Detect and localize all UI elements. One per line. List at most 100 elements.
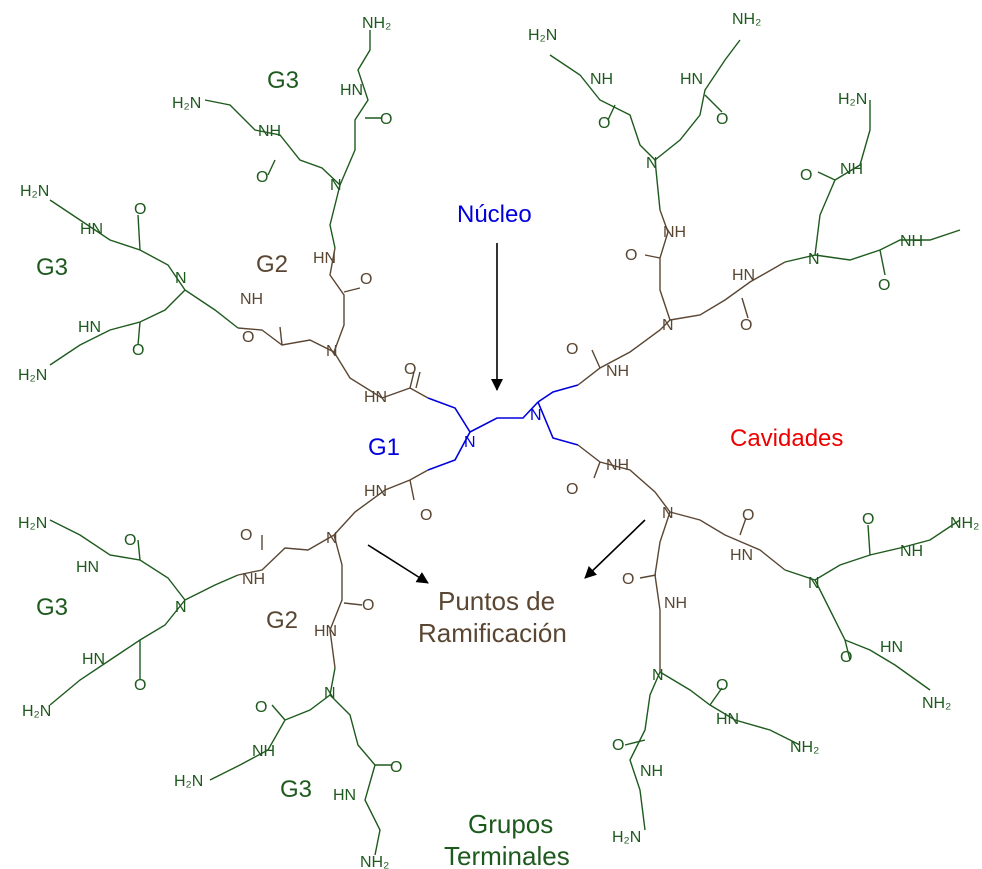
svg-text:HN: HN [314,623,337,640]
branch-n: N [330,177,342,194]
svg-text:O: O [840,649,852,666]
label-puntos-line2: Ramificación [418,618,567,648]
branch-n: N [175,270,187,287]
svg-text:NH: NH [242,571,265,588]
branch-n: N [808,575,820,592]
svg-text:O: O [742,507,754,524]
svg-text:O: O [240,527,252,544]
svg-text:NH: NH [606,457,629,474]
branch-n: N [662,505,674,522]
svg-text:O: O [242,329,254,346]
svg-text:NH₂: NH₂ [790,739,819,756]
svg-text:O: O [134,201,146,218]
g2-atoms: HN O N NH O HN O HN O N NH O HN O O NH N… [240,224,755,640]
branch-n: N [326,343,338,360]
svg-text:NH: NH [590,71,613,88]
label-g3-left-bottom: G3 [36,594,68,621]
svg-text:NH₂: NH₂ [360,854,389,869]
svg-text:NH₂: NH₂ [362,15,391,32]
svg-text:O: O [598,115,610,132]
svg-text:NH: NH [840,161,863,178]
branch-n: N [662,317,674,334]
svg-text:O: O [800,167,812,184]
svg-text:H₂N: H₂N [22,703,51,720]
label-g3-left-top: G3 [36,254,68,281]
svg-text:HN: HN [333,787,356,804]
svg-text:H₂N: H₂N [528,27,557,44]
g2-structure [237,209,786,672]
label-puntos-line1: Puntos de [438,586,555,616]
svg-text:NH: NH [258,123,281,140]
arrow-branch-right [584,519,646,579]
svg-text:HN: HN [880,639,903,656]
svg-text:O: O [622,571,634,588]
label-grupos-line1: Grupos [468,809,553,839]
svg-text:O: O [740,317,752,334]
g3-atoms: NH₂ HN O N H₂N NH O H₂N HN O N HN O H₂N … [18,11,979,869]
svg-text:O: O [390,759,402,776]
svg-text:NH: NH [240,291,263,308]
svg-text:NH₂: NH₂ [732,11,761,28]
svg-text:HN: HN [364,483,387,500]
svg-text:O: O [360,271,372,288]
label-g3-bottom: G3 [280,776,312,803]
svg-text:O: O [625,247,637,264]
arrows [367,243,646,584]
svg-text:HN: HN [364,389,387,406]
svg-text:O: O [566,481,578,498]
svg-text:NH: NH [252,743,275,760]
label-g2-bottom: G2 [266,607,298,634]
svg-text:O: O [862,511,874,528]
svg-text:O: O [716,677,728,694]
svg-text:O: O [878,277,890,294]
branch-n: N [326,530,338,547]
svg-text:HN: HN [730,547,753,564]
svg-text:H₂N: H₂N [838,91,867,108]
svg-text:O: O [132,342,144,359]
svg-text:O: O [380,111,392,128]
svg-text:H₂N: H₂N [612,829,641,846]
svg-text:HN: HN [340,82,363,99]
svg-text:HN: HN [80,221,103,238]
svg-text:HN: HN [78,319,101,336]
svg-text:NH₂: NH₂ [922,695,951,712]
svg-text:O: O [566,341,578,358]
svg-text:NH: NH [900,233,923,250]
branch-n: N [646,155,658,172]
core-n-left: N [464,434,476,451]
svg-text:O: O [404,361,416,378]
svg-text:H₂N: H₂N [172,95,201,112]
svg-text:O: O [716,111,728,128]
arrow-branch-left [367,544,429,584]
label-g1: G1 [368,434,400,461]
svg-text:NH: NH [606,363,629,380]
svg-text:HN: HN [732,267,755,284]
core-n-right: N [530,407,542,424]
svg-text:NH: NH [664,595,687,612]
branch-n: N [652,667,664,684]
svg-text:H₂N: H₂N [20,183,49,200]
label-g2-top: G2 [256,251,288,278]
svg-text:H₂N: H₂N [174,773,203,790]
branch-n: N [808,251,820,268]
label-grupos-line2: Terminales [444,841,570,869]
svg-text:HN: HN [82,651,105,668]
svg-text:H₂N: H₂N [18,515,47,532]
svg-text:HN: HN [76,559,99,576]
svg-text:NH: NH [900,543,923,560]
svg-text:H₂N: H₂N [18,367,47,384]
svg-text:O: O [124,532,136,549]
branch-n: N [175,599,187,616]
svg-text:NH: NH [663,224,686,241]
g3-structure [49,30,961,856]
svg-text:HN: HN [313,250,336,267]
svg-text:O: O [134,677,146,694]
svg-text:NH₂: NH₂ [950,515,979,532]
svg-text:O: O [612,737,624,754]
svg-text:HN: HN [716,711,739,728]
core-structure [427,384,579,471]
label-nucleo: Núcleo [457,201,532,228]
svg-text:HN: HN [680,71,703,88]
svg-text:O: O [255,699,267,716]
